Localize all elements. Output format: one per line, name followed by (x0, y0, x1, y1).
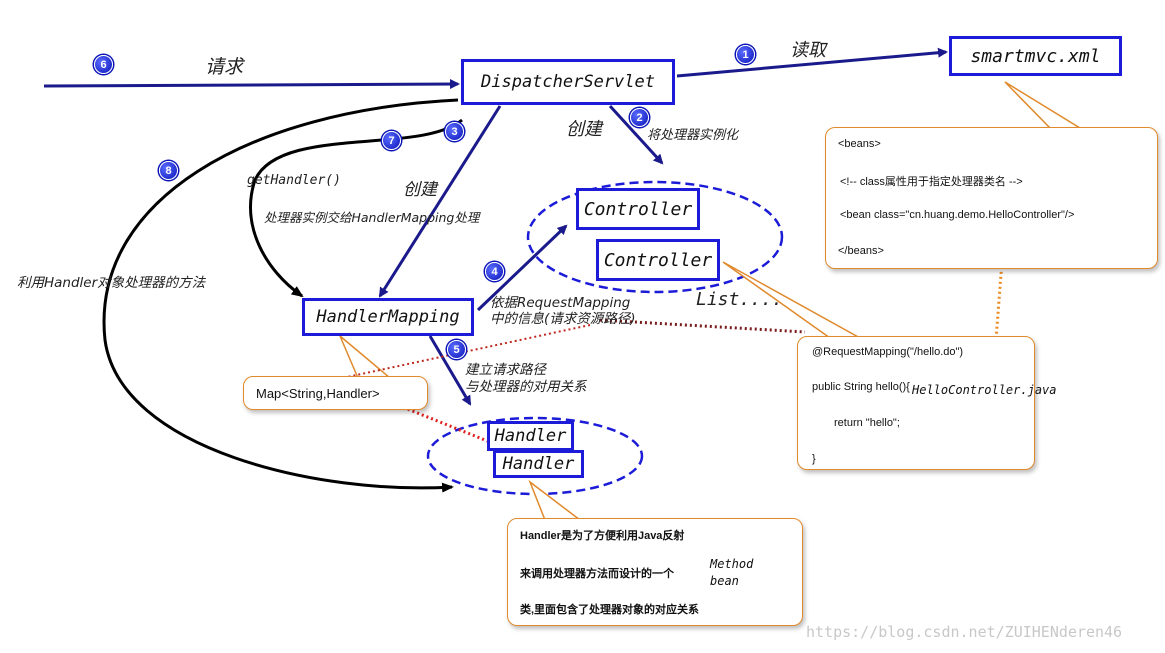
handler-desc-line-2: 来调用处理器方法而设计的一个 (520, 568, 674, 580)
gethandler-curve (249, 118, 463, 298)
use-handler-label: 利用Handler对象处理器的方法 (17, 275, 206, 291)
build-relation-label-1: 建立请求路径 (465, 362, 546, 378)
code-line-1: @RequestMapping("/hello.do") (812, 346, 964, 358)
handler-desc-line-3: 类,里面包含了处理器对象的对应关系 (520, 604, 700, 616)
step-7-badge: 7 (382, 131, 401, 150)
list-label: List.... (696, 289, 783, 310)
map-callout-tail (339, 335, 393, 379)
controller-group-ellipse (526, 180, 784, 294)
dispatcher-servlet-box: DispatcherServlet (461, 59, 675, 105)
based-on-label: 依据RequestMapping (490, 295, 631, 311)
smartmvc-callout-tail (1004, 81, 1083, 129)
smartmvc-xml-box: smartmvc.xml (949, 36, 1122, 76)
handler-desc-line-1: Handler是为了方便利用Java反射 (520, 530, 685, 542)
create-controller-arrow (608, 104, 664, 165)
dotted-controller-to-code (599, 318, 806, 334)
create-handlermapping-arrow (378, 105, 502, 298)
controller-code-callout: @RequestMapping("/hello.do") public Stri… (797, 336, 1057, 470)
code-line-2: public String hello(){ (812, 381, 910, 393)
handler-callout-tail (528, 479, 583, 521)
map-callout: Map<String,Handler> (243, 376, 428, 410)
handler-box-2: Handler (493, 450, 584, 478)
build-handler-arrow (428, 335, 472, 406)
build-relation-label-2: 与处理器的对用关系 (465, 379, 587, 395)
invoke-handler-curve (102, 98, 459, 493)
handler-desc-callout: Handler是为了方便利用Java反射 来调用处理器方法而设计的一个 类,里面… (507, 518, 803, 626)
read-arrow (676, 47, 948, 78)
code-line-4: } (812, 453, 816, 465)
controller-box-1: Controller (576, 188, 700, 230)
step-4-badge: 4 (485, 262, 504, 281)
step-1-badge: 1 (736, 45, 755, 64)
request-arrow (43, 79, 460, 90)
method-label: Method (710, 557, 754, 571)
hand-over-label: 处理器实例交给HandlerMapping处理 (264, 210, 480, 225)
create-label-2: 创建 (403, 180, 437, 200)
handler-box-1: Handler (487, 421, 574, 451)
beans-line-3: <bean class="cn.huang.demo.HelloControll… (840, 209, 1075, 221)
read-label: 读取 (790, 40, 826, 61)
bean-label: bean (710, 574, 739, 588)
create-label-1: 创建 (566, 119, 602, 140)
request-label: 请求 (205, 56, 244, 78)
beans-line-1: <beans> (838, 138, 881, 150)
controller-file-label: HelloController.java (912, 383, 1057, 397)
step-6-badge: 6 (94, 55, 113, 74)
gethandler-label: getHandler() (247, 173, 341, 188)
beans-callout: <beans> <!-- class属性用于指定处理器类名 --> <bean … (825, 127, 1158, 269)
info-label: 中的信息(请求资源路径) (490, 311, 636, 327)
beans-line-2: <!-- class属性用于指定处理器类名 --> (840, 176, 1023, 188)
step-3-badge: 3 (445, 122, 464, 141)
step-2-badge: 2 (630, 108, 649, 127)
instantiate-label: 将处理器实例化 (647, 128, 739, 143)
step-5-badge: 5 (447, 340, 466, 359)
dotted-beans-to-file (990, 221, 1007, 393)
code-line-3: return "hello"; (834, 417, 900, 429)
step-8-badge: 8 (159, 161, 178, 180)
lookup-controller-arrow (476, 224, 568, 312)
controller-box-2: Controller (596, 239, 720, 281)
watermark: https://blog.csdn.net/ZUIHENderen46 (806, 623, 1123, 641)
beans-line-4: </beans> (838, 245, 884, 257)
handler-mapping-box: HandlerMapping (302, 298, 474, 336)
